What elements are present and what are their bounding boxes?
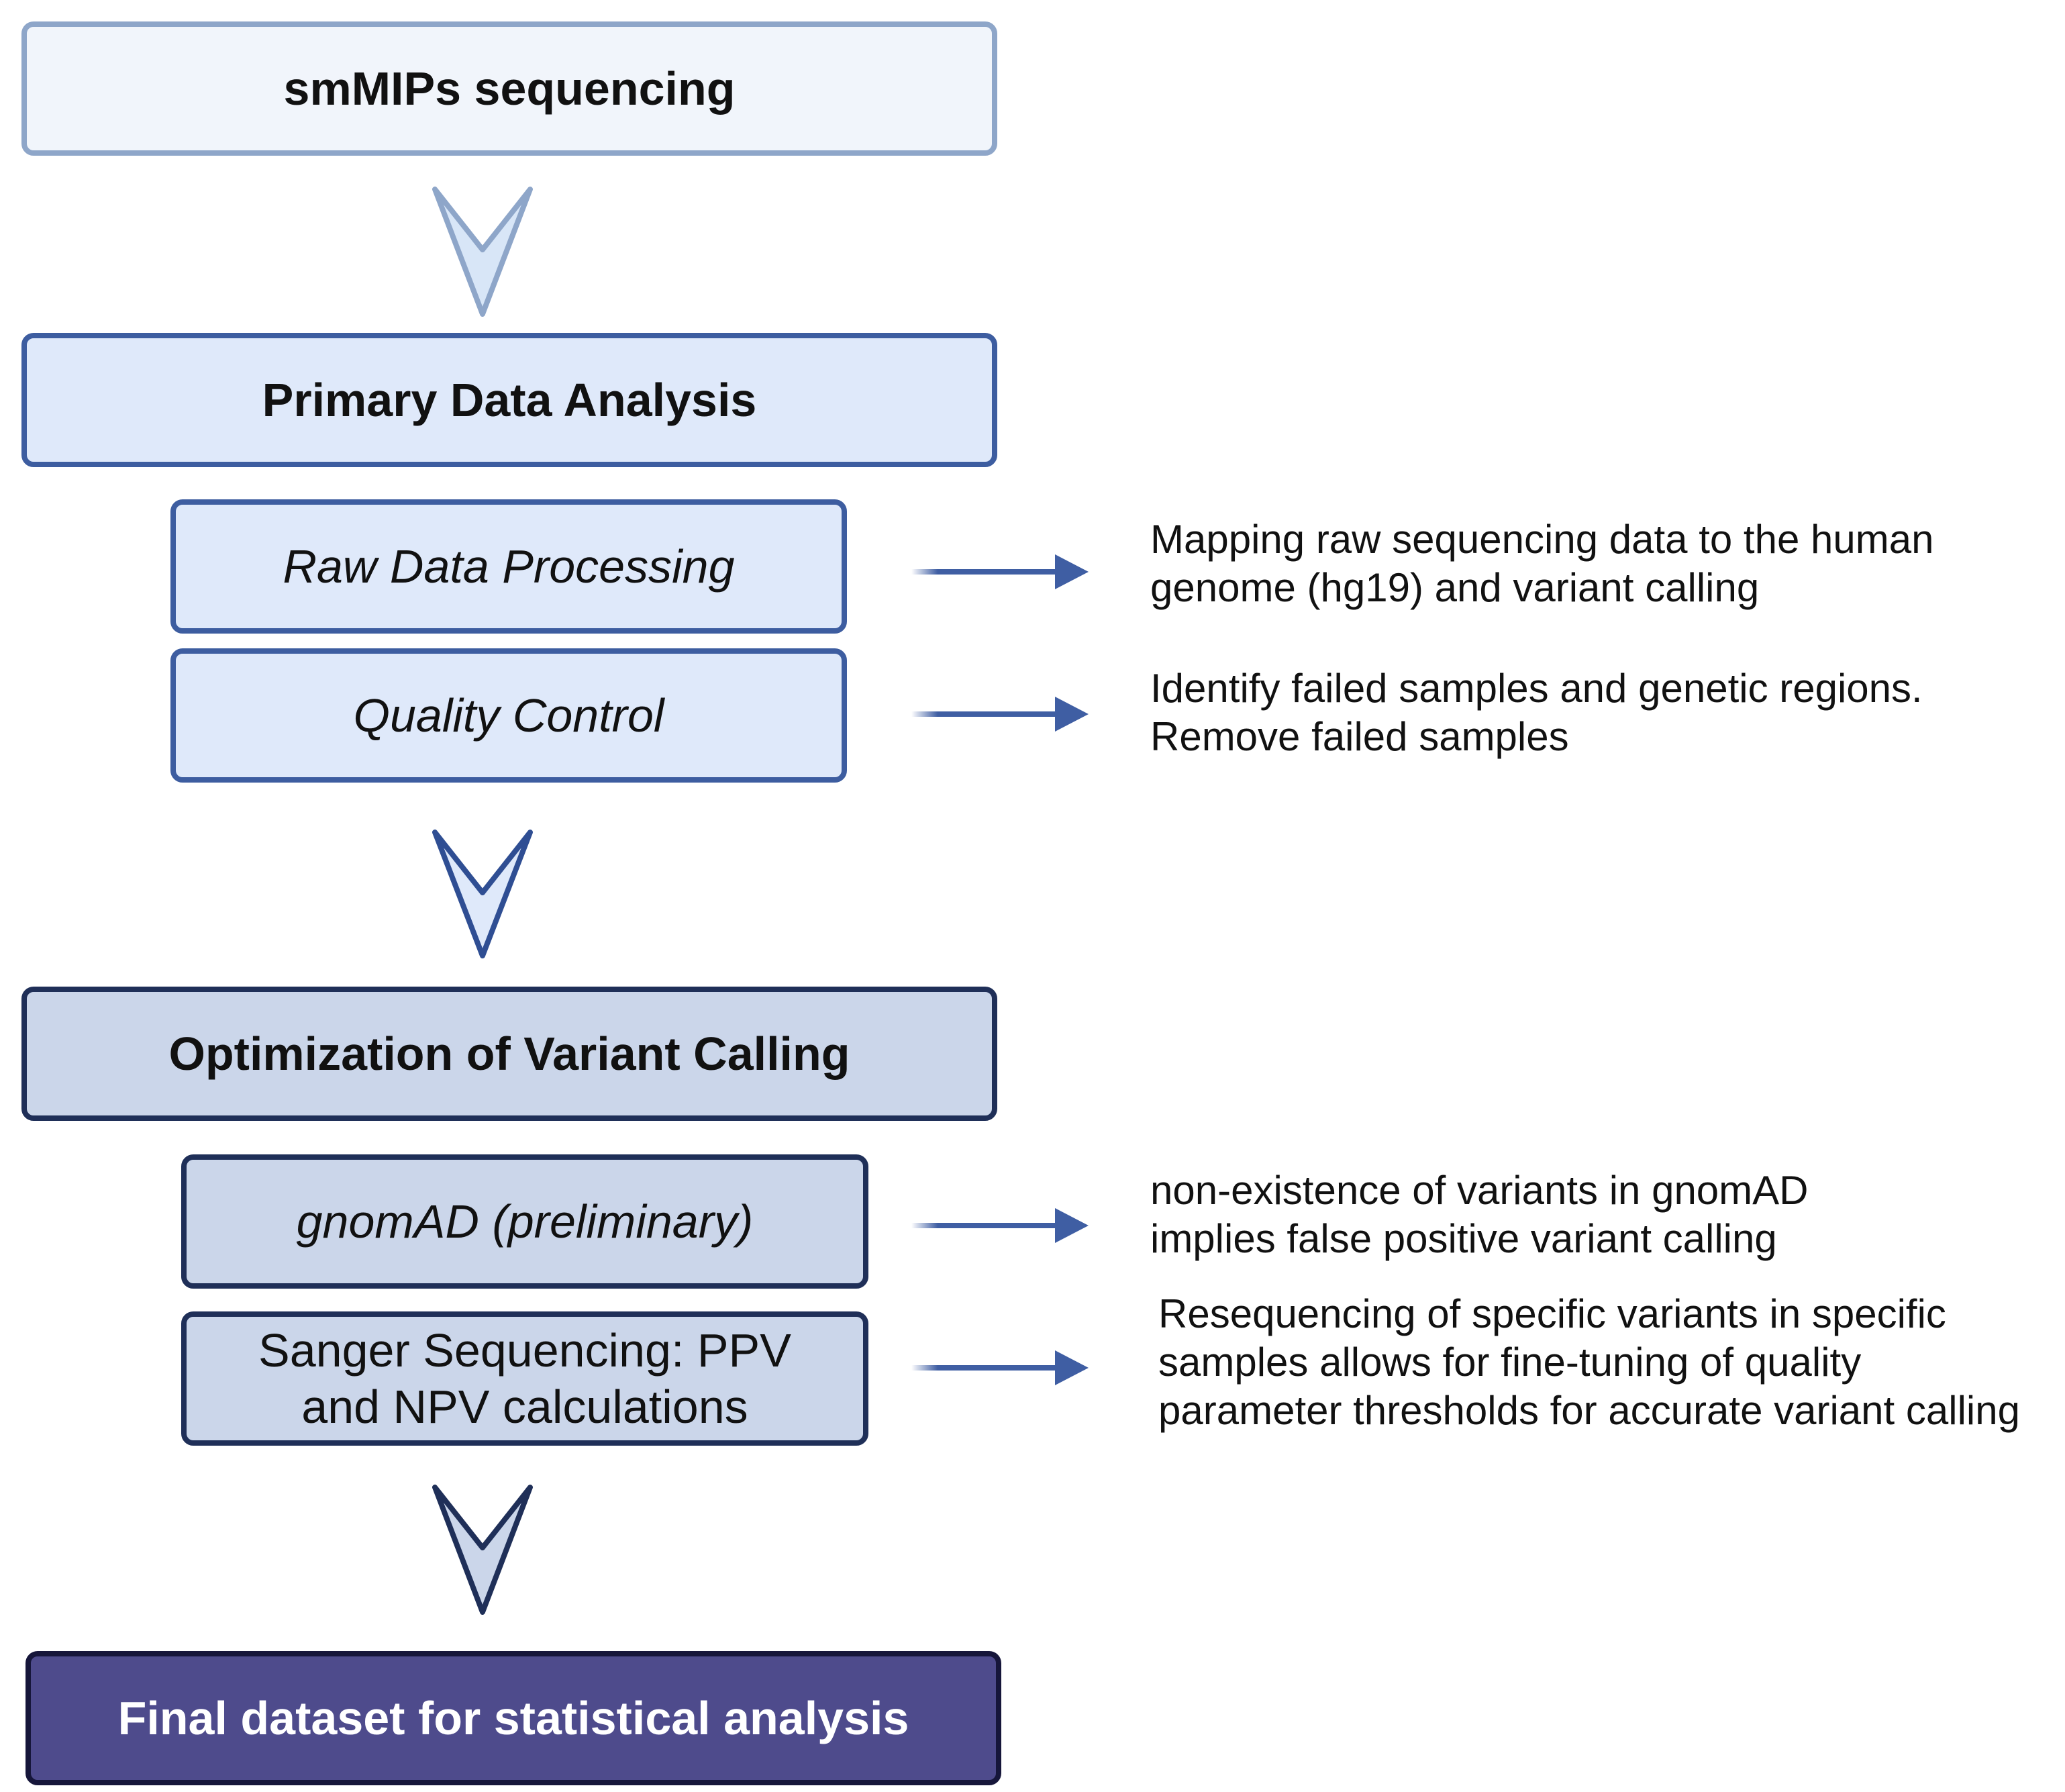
raw-data-processing-label: Raw Data Processing (283, 540, 735, 593)
right-arrow-qc (911, 697, 1089, 732)
gnomad-note-line-1: non-existence of variants in gnomAD (1150, 1168, 1809, 1213)
sanger-sequencing-label: Sanger Sequencing: PPV and NPV calculati… (258, 1322, 791, 1435)
raw-data-note-line-2: genome (hg19) and variant calling (1150, 565, 1760, 610)
gnomad-preliminary-box: gnomAD (preliminary) (181, 1154, 868, 1289)
optimization-variant-calling-box: Optimization of Variant Calling (21, 987, 997, 1121)
quality-control-label: Quality Control (353, 689, 664, 742)
final-dataset-box: Final dataset for statistical analysis (26, 1651, 1001, 1785)
gnomad-note: non-existence of variants in gnomAD impl… (1150, 1166, 1809, 1263)
down-chevron-1 (432, 187, 533, 317)
optimization-variant-calling-label: Optimization of Variant Calling (168, 1028, 850, 1080)
sanger-sequencing-box: Sanger Sequencing: PPV and NPV calculati… (181, 1311, 868, 1446)
right-arrow-gnomad (911, 1208, 1089, 1243)
gnomad-preliminary-label: gnomAD (preliminary) (296, 1195, 754, 1248)
primary-data-analysis-label: Primary Data Analysis (262, 374, 757, 426)
sanger-note: Resequencing of specific variants in spe… (1158, 1290, 2020, 1435)
primary-data-analysis-box: Primary Data Analysis (21, 333, 997, 467)
sanger-sequencing-line-1: Sanger Sequencing: PPV (258, 1324, 791, 1377)
down-chevron-2 (432, 830, 533, 958)
smmips-sequencing-box: smMIPs sequencing (21, 21, 997, 156)
raw-data-note-line-1: Mapping raw sequencing data to the human (1150, 517, 1934, 562)
quality-control-note-line-1: Identify failed samples and genetic regi… (1150, 666, 1923, 711)
sanger-note-line-2: samples allows for fine-tuning of qualit… (1158, 1340, 1862, 1385)
down-chevron-3 (432, 1485, 533, 1615)
sanger-note-line-1: Resequencing of specific variants in spe… (1158, 1291, 1946, 1336)
sanger-note-line-3: parameter thresholds for accurate varian… (1158, 1388, 2020, 1433)
right-arrow-raw (911, 554, 1089, 589)
quality-control-box: Quality Control (170, 648, 847, 783)
gnomad-note-line-2: implies false positive variant calling (1150, 1216, 1777, 1261)
quality-control-note-line-2: Remove failed samples (1150, 714, 1569, 759)
smmips-sequencing-label: smMIPs sequencing (283, 62, 736, 115)
final-dataset-label: Final dataset for statistical analysis (117, 1692, 909, 1744)
quality-control-note: Identify failed samples and genetic regi… (1150, 664, 1923, 761)
raw-data-note: Mapping raw sequencing data to the human… (1150, 515, 1933, 612)
raw-data-processing-box: Raw Data Processing (170, 499, 847, 634)
sanger-sequencing-line-2: and NPV calculations (301, 1381, 748, 1433)
right-arrow-sanger (911, 1350, 1089, 1385)
